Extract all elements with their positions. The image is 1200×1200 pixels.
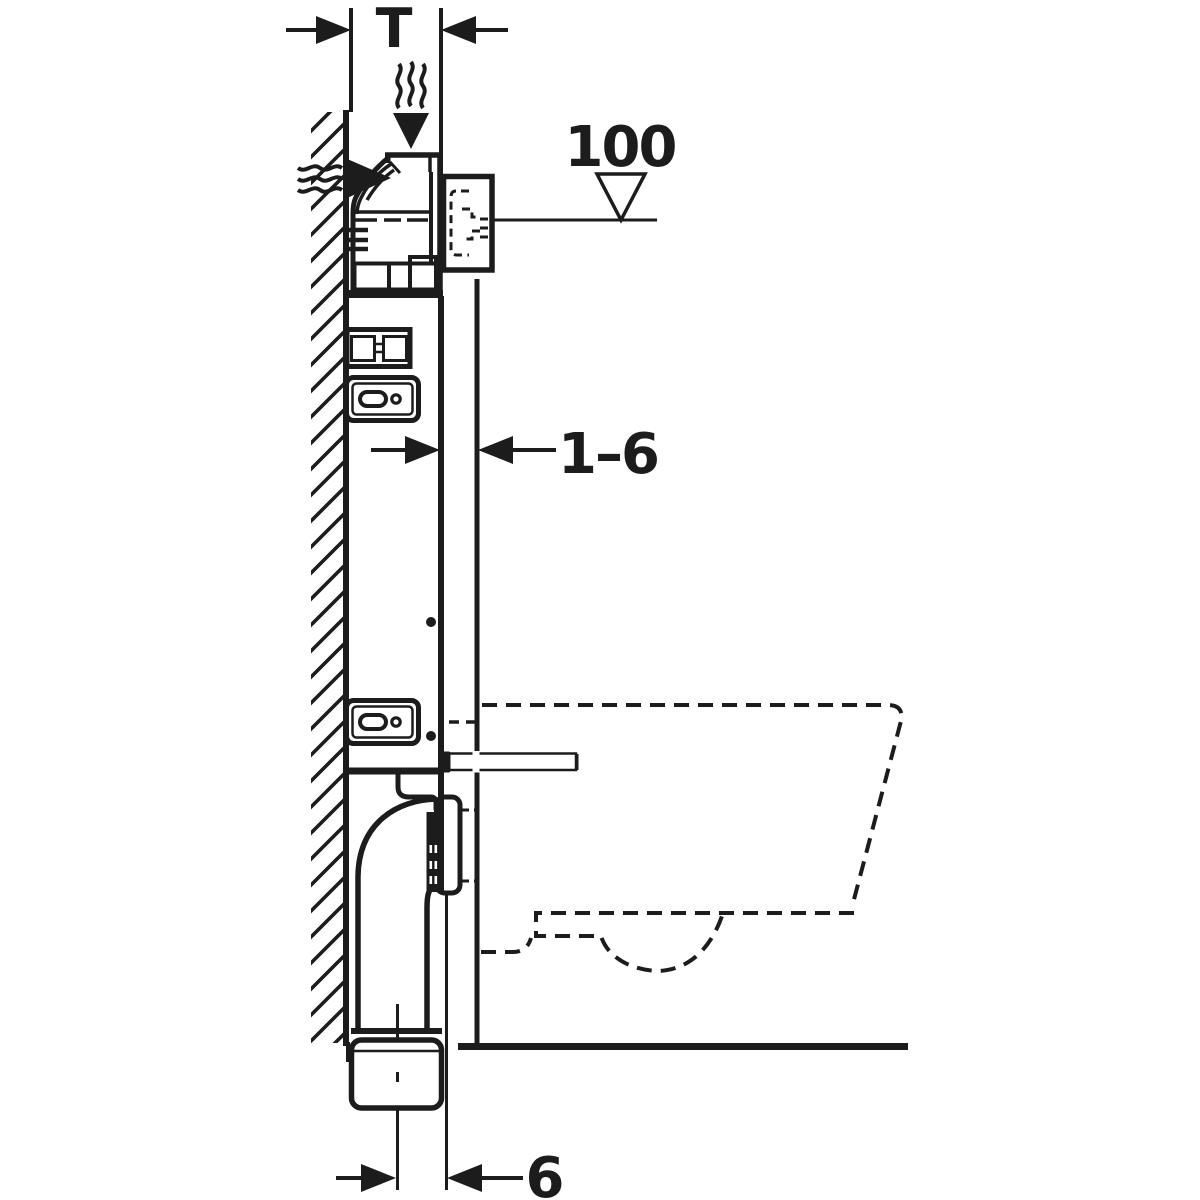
cistern-base-strip <box>352 261 439 292</box>
water-supply-connection <box>344 327 413 369</box>
cistern-back-ribs <box>348 227 368 252</box>
dimension-arrow-left-icon <box>441 16 476 44</box>
threaded-rod <box>439 751 579 773</box>
wall-bracket-upper <box>344 375 421 423</box>
wc-connector-sleeve <box>426 794 476 896</box>
fixing-point-dot <box>426 731 436 741</box>
actuation-level-marker: 100 <box>494 115 677 224</box>
fixing-point-dot <box>426 617 436 627</box>
bracket-slot <box>358 390 388 408</box>
bolt-icon <box>382 335 408 362</box>
level-triangle-icon <box>594 172 648 224</box>
frame-depth-dimension: T <box>286 0 508 176</box>
dimension-arrow-right-icon <box>405 436 440 464</box>
flush-actuation-top-arrow <box>393 60 429 149</box>
dimension-arrow-right-icon <box>361 1164 396 1192</box>
concealed-cistern <box>346 152 443 298</box>
outlet-offset-dimension: 6 <box>336 1146 564 1200</box>
dimension-arrow-left-icon <box>447 1164 482 1192</box>
flush-plate-protection-box <box>440 173 495 273</box>
down-arrow-icon <box>393 113 429 149</box>
front-gap-dimension: 1–6 <box>371 422 660 487</box>
wall-bracket-lower <box>344 698 421 746</box>
masonry-wall-hatch <box>311 110 349 1046</box>
bracket-hole <box>390 393 402 405</box>
label-gap-1-6: 1–6 <box>558 422 658 487</box>
protection-box-hidden-lines <box>449 189 491 257</box>
label-level-100: 100 <box>565 115 676 180</box>
connector-seal <box>426 812 442 892</box>
label-offset-6: 6 <box>526 1146 565 1200</box>
bolt-icon <box>350 335 376 362</box>
label-frame-depth-T: T <box>376 0 413 60</box>
dimension-arrow-right-icon <box>316 16 351 44</box>
wall-hung-toilet-outline <box>481 703 904 974</box>
bracket-hole <box>390 716 402 728</box>
bracket-slot <box>358 713 388 731</box>
dimension-arrow-left-icon <box>478 436 513 464</box>
